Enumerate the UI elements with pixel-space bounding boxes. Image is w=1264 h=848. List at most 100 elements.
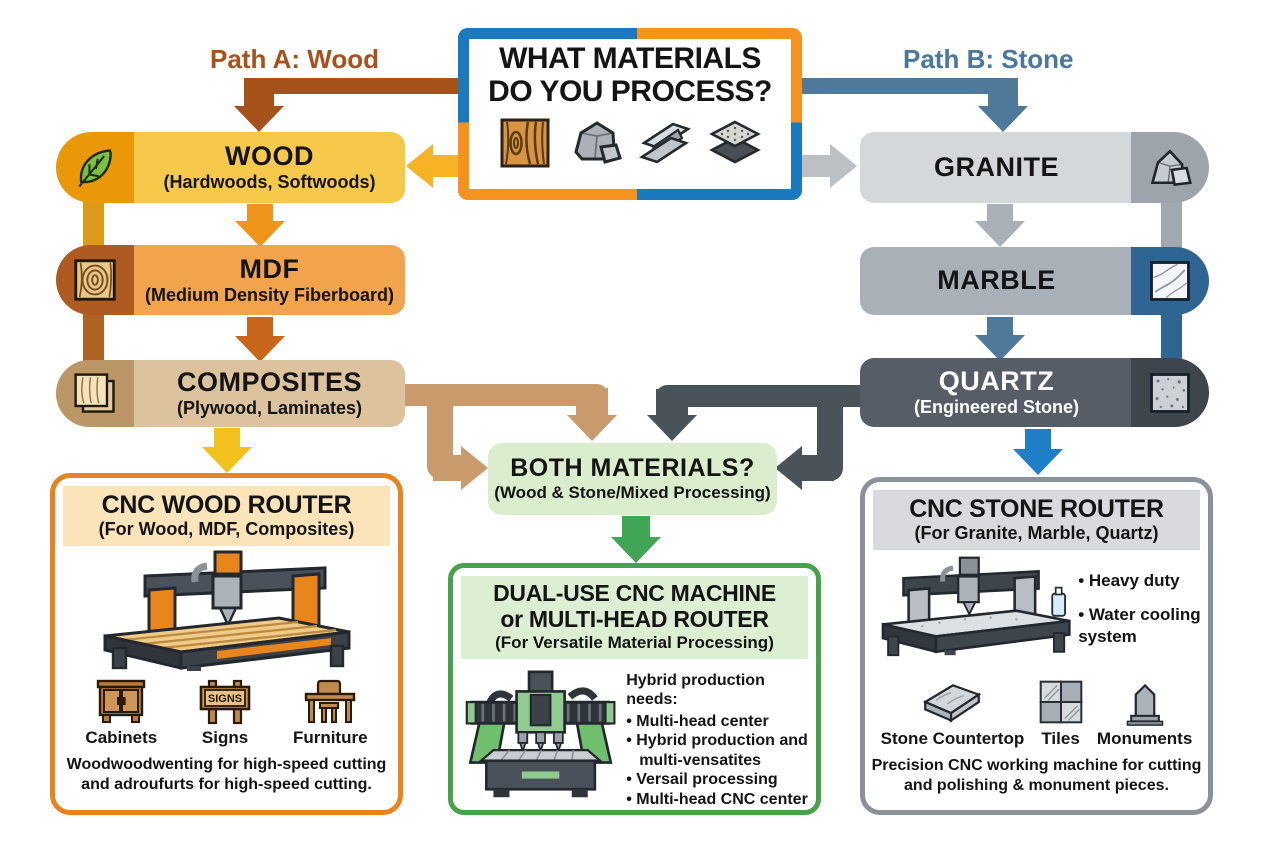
quartz-tile-icon: [1150, 372, 1190, 413]
dual-machine-box[interactable]: DUAL-USE CNC MACHINE or MULTI-HEAD ROUTE…: [448, 563, 821, 815]
wood-router-box[interactable]: CNC WOOD ROUTER (For Wood, MDF, Composit…: [50, 473, 403, 815]
arrow-head: [647, 415, 697, 441]
dual-bullet-3: Versail processing: [626, 770, 808, 790]
cnc-stone-router-illustration: [881, 556, 1071, 657]
decision-border-bottom: [458, 189, 802, 200]
mdf-box[interactable]: MDF (Medium Density Fiberboard): [134, 245, 405, 315]
wood-subtitle: (Hardwoods, Softwoods): [163, 172, 376, 193]
connector-wood-mdf: [83, 198, 104, 250]
both-title: BOTH MATERIALS?: [510, 454, 755, 483]
quartz-box[interactable]: QUARTZ (Engineered Stone): [860, 358, 1133, 427]
stone-router-title: CNC STONE ROUTER: [909, 495, 1164, 523]
stone-router-box[interactable]: CNC STONE ROUTER (For Granite, Marble, Q…: [860, 477, 1213, 815]
app-signs-label: Signs: [201, 728, 249, 748]
arrow-segment: [214, 428, 240, 448]
composites-box[interactable]: COMPOSITES (Plywood, Laminates): [134, 360, 405, 427]
metal-ibeam-icon: [639, 122, 691, 164]
arrow-head: [235, 221, 285, 247]
arrow-head: [406, 144, 433, 188]
wood-router-subtitle: (For Wood, MDF, Composites): [98, 519, 355, 539]
wood-router-header: CNC WOOD ROUTER (For Wood, MDF, Composit…: [63, 486, 390, 547]
arrow-segment: [244, 78, 274, 108]
arrow-segment: [433, 455, 463, 481]
app-tiles: Tiles: [1036, 678, 1086, 749]
arrow-head: [975, 335, 1025, 361]
wood-tab: [56, 132, 134, 203]
composite-layers-icon: [709, 120, 761, 164]
arrow-head: [975, 221, 1025, 247]
mdf-subtitle: (Medium Density Fiberboard): [144, 284, 395, 305]
dual-title-line2: or MULTI-HEAD ROUTER: [500, 605, 769, 632]
decision-box: WHAT MATERIALS DO YOU PROCESS?: [458, 28, 802, 200]
dual-machine-header: DUAL-USE CNC MACHINE or MULTI-HEAD ROUTE…: [461, 576, 808, 659]
dual-list-title: Hybrid production needs:: [626, 671, 765, 709]
connector-mdf-composites: [83, 311, 104, 364]
marble-box[interactable]: MARBLE: [860, 247, 1133, 315]
decision-border-top: [458, 28, 802, 39]
arrow-head: [611, 537, 661, 563]
wood-router-illustration-wrap: [55, 550, 398, 677]
app-countertop-label: Stone Countertop: [880, 729, 1025, 749]
decision-border-right: [791, 28, 802, 200]
dual-title-line1: DUAL-USE CNC MACHINE: [493, 580, 776, 606]
connector-granite-marble: [1161, 198, 1182, 251]
quartz-subtitle: (Engineered Stone): [913, 397, 1079, 418]
arrow-segment: [1025, 429, 1051, 450]
marble-tile-icon: [1150, 261, 1190, 301]
monument-icon: [1126, 683, 1163, 726]
arrow-head: [830, 144, 857, 188]
dual-content: Hybrid production needs: Multi-head cent…: [453, 663, 816, 810]
arrow-head: [567, 415, 617, 441]
plywood-icon: [74, 372, 115, 413]
arrow-segment: [800, 455, 834, 481]
decision-border-left: [458, 28, 469, 200]
granite-box[interactable]: GRANITE: [860, 132, 1133, 203]
app-monuments: Monuments: [1097, 678, 1192, 749]
wood-box[interactable]: WOOD (Hardwoods, Softwoods): [134, 132, 405, 203]
decision-title-line2: DO YOU PROCESS?: [488, 75, 772, 108]
stone-router-apps: Stone Countertop Tiles Monuments: [865, 678, 1208, 749]
arrow-head: [775, 446, 802, 490]
stone-rock-icon: [574, 121, 622, 164]
wood-sample-icon: [500, 118, 550, 168]
app-signs: SIGNS Signs: [198, 677, 252, 748]
arrow-segment: [257, 78, 462, 94]
arrow-segment: [802, 78, 1006, 94]
dual-bullet-2: Hybrid production and multi-vensatites: [626, 731, 808, 770]
wood-title: WOOD: [225, 141, 314, 172]
arrow-segment: [987, 204, 1013, 222]
cabinet-icon: [97, 679, 146, 724]
furniture-icon: [305, 680, 356, 724]
app-monuments-label: Monuments: [1096, 729, 1193, 749]
arrow-segment: [622, 516, 650, 538]
stone-router-caption-line2: and polishing & monument pieces.: [904, 777, 1169, 795]
cnc-wood-router-illustration: [103, 550, 350, 672]
arrow-segment: [576, 388, 608, 416]
app-cabinets-label: Cabinets: [85, 728, 158, 748]
app-tiles-label: Tiles: [1041, 729, 1080, 749]
quartz-title: QUARTZ: [938, 366, 1055, 397]
dual-bullet-4: Multi-head CNC center: [626, 790, 808, 810]
connector-marble-quartz: [1161, 311, 1182, 363]
arrow-segment: [247, 317, 273, 337]
stone-router-features: Heavy duty Water cooling system: [1078, 570, 1204, 660]
stone-feature-2: Water cooling system: [1078, 604, 1204, 648]
rock-icon: [1150, 149, 1192, 186]
arrow-head: [978, 106, 1028, 132]
arrow-segment: [656, 385, 864, 407]
arrow-head: [461, 446, 488, 490]
both-box[interactable]: BOTH MATERIALS? (Wood & Stone/Mixed Proc…: [488, 443, 777, 515]
arrow-head: [234, 106, 284, 132]
wood-router-title: CNC WOOD ROUTER: [101, 491, 352, 519]
wood-router-apps: Cabinets SIGNS Signs: [55, 677, 398, 748]
arrow-head: [235, 336, 285, 362]
wood-grain-icon: [74, 259, 116, 301]
dual-cnc-machine-illustration: [465, 670, 616, 797]
quartz-tab: [1131, 358, 1209, 427]
stone-feature-1: Heavy duty: [1078, 570, 1204, 592]
stone-router-header: CNC STONE ROUTER (For Granite, Marble, Q…: [873, 490, 1200, 551]
app-cabinets: Cabinets: [85, 677, 157, 748]
sign-icon: SIGNS: [199, 680, 251, 725]
stone-router-caption-line1: Precision CNC working machine for cuttin…: [871, 757, 1202, 775]
